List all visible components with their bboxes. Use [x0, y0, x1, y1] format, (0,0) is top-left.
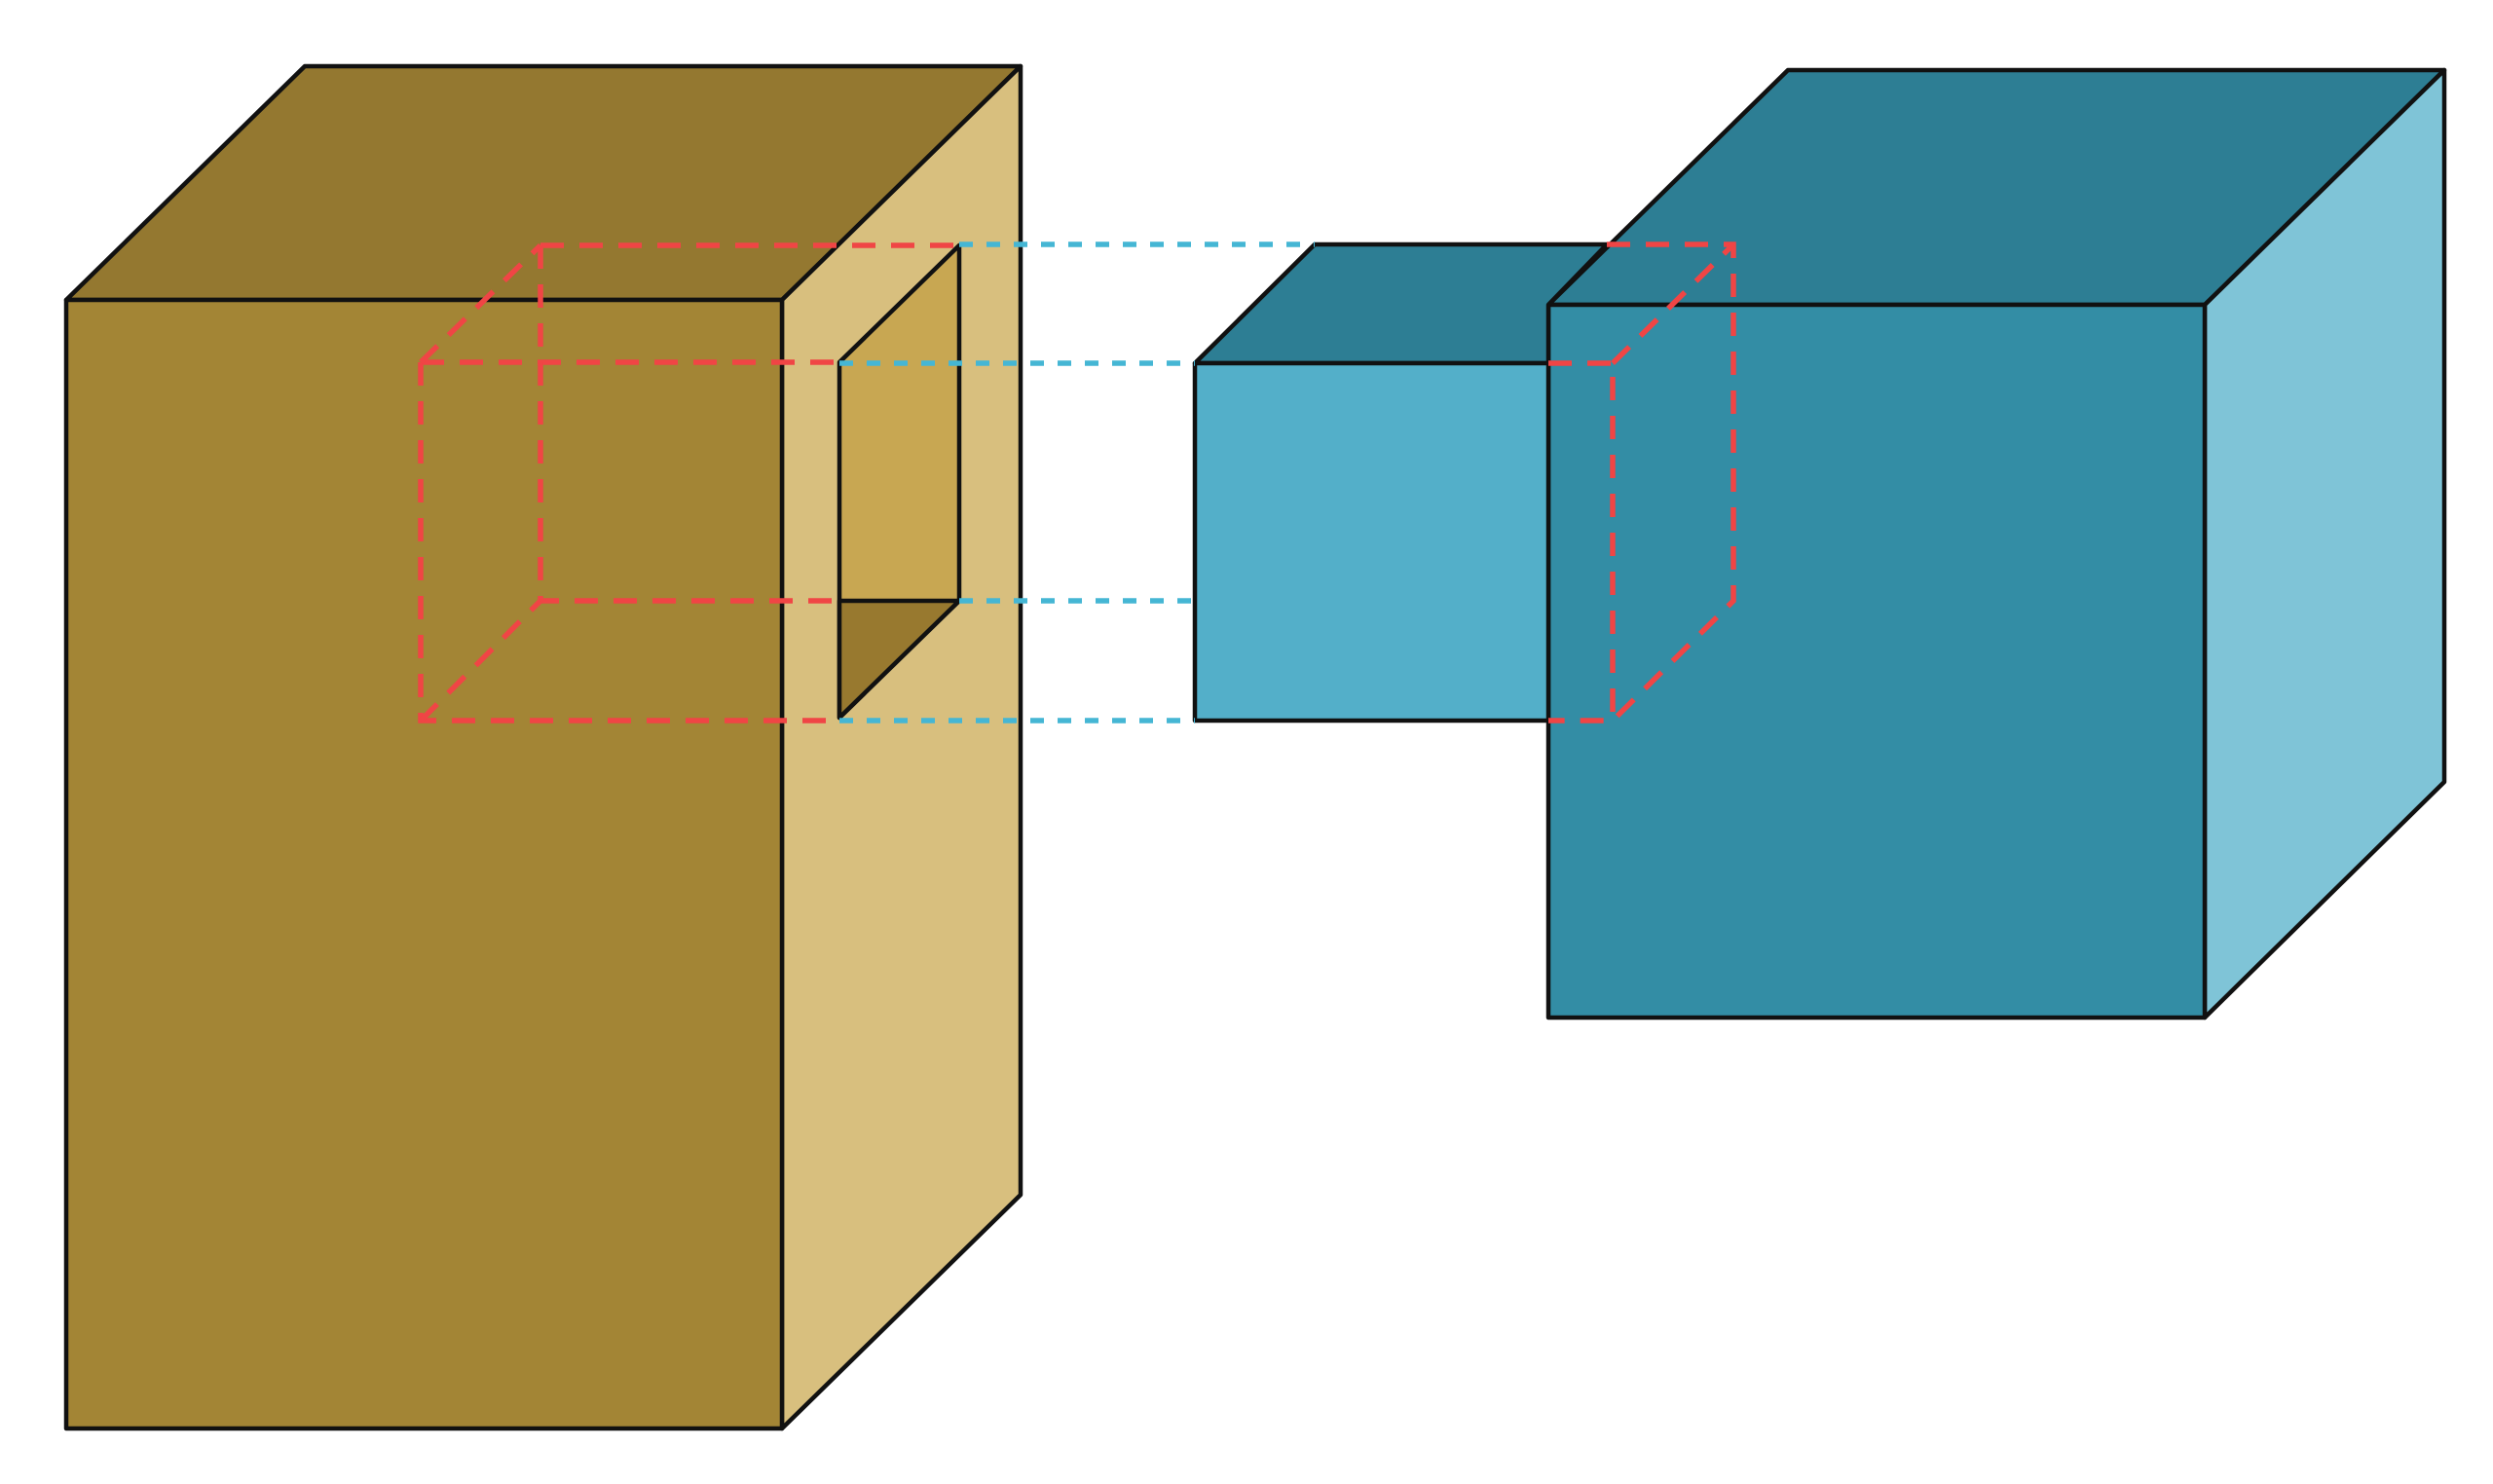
- hidden-tenon-outline: [1548, 241, 1736, 723]
- tenon-front-face: [1192, 360, 1551, 723]
- mortise-pocket-floor: [837, 598, 962, 721]
- tenon-hidden-outline: [1548, 241, 1736, 723]
- hidden-mortise-outline: [418, 242, 959, 723]
- tenon-hidden-edge: [1611, 242, 1735, 365]
- teal-block-front-face: [1545, 302, 2208, 1020]
- tenon-top-face: [1192, 241, 1610, 366]
- mortise-depth-edge: [419, 243, 542, 364]
- projection-guides: [839, 241, 1315, 723]
- tenon-hidden-outline: [1548, 360, 1616, 721]
- wood-block: [63, 63, 1023, 1431]
- tenon-piece: [1192, 67, 2447, 1020]
- wood-block-right-face: [779, 63, 1023, 1431]
- mortise-depth-edge: [419, 599, 542, 723]
- wood-block-front-face: [63, 297, 785, 1431]
